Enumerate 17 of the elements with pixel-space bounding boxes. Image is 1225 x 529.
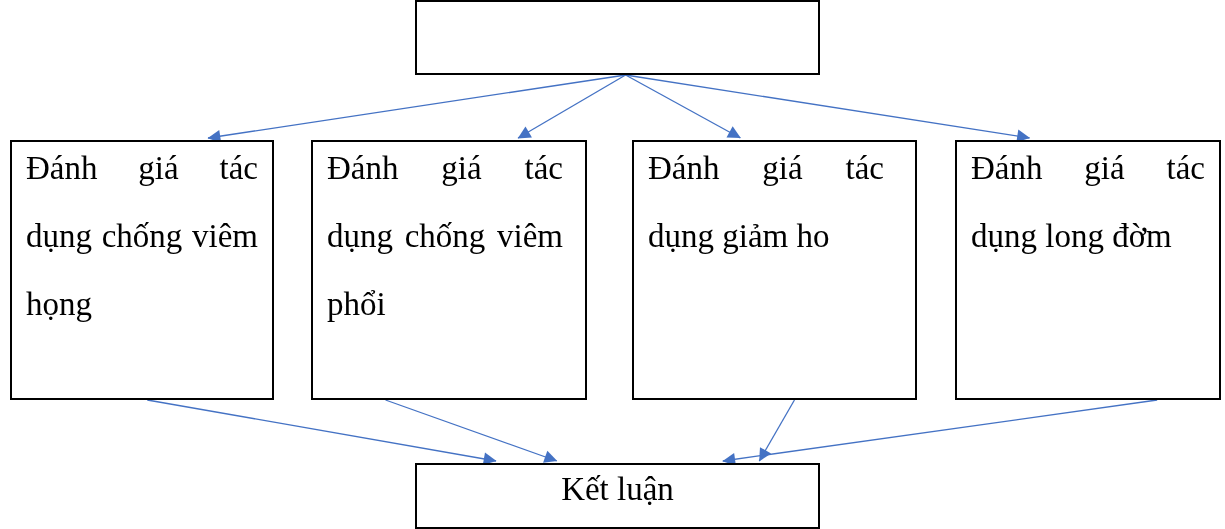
process-box xyxy=(955,140,1221,400)
arrow xyxy=(722,399,1158,466)
process-box xyxy=(311,140,587,400)
arrow xyxy=(624,74,741,139)
arrow xyxy=(517,74,627,139)
box-label: Đánh giá tác dụng chống viêm họng xyxy=(26,149,258,324)
process-box xyxy=(632,140,917,400)
box-label: Đánh giá tác dụng long đờm xyxy=(971,149,1205,256)
arrow xyxy=(384,399,558,463)
process-box xyxy=(10,140,274,400)
process-box xyxy=(415,463,820,529)
process-box xyxy=(415,0,820,75)
arrow xyxy=(146,399,497,465)
box-label: Đánh giá tác dụng chống viêm phổi xyxy=(327,149,563,324)
box-label: Kết luận xyxy=(560,470,675,509)
arrow xyxy=(758,399,796,462)
box-label: Đánh giá tác dụng giảm ho xyxy=(648,149,884,256)
